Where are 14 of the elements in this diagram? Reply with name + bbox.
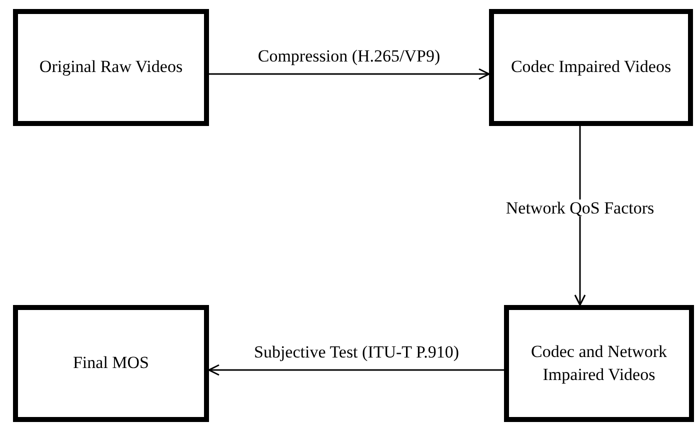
arrow — [208, 364, 504, 376]
arrow — [209, 68, 490, 80]
edge-label: Subjective Test (ITU-T P.910) — [252, 344, 461, 360]
process-box — [504, 305, 694, 422]
arrow — [574, 126, 586, 306]
process-box — [13, 9, 209, 126]
box-label: Final MOS — [72, 352, 150, 374]
box-label: Original Raw Videos — [39, 56, 183, 78]
edge-label: Network QoS Factors — [504, 199, 656, 216]
box-label: Codec Impaired Videos — [510, 56, 672, 78]
edge-label: Compression (H.265/VP9) — [256, 48, 442, 64]
process-box — [13, 305, 209, 422]
process-box — [489, 9, 693, 126]
box-label: Codec and Network Impaired Videos — [530, 341, 668, 386]
